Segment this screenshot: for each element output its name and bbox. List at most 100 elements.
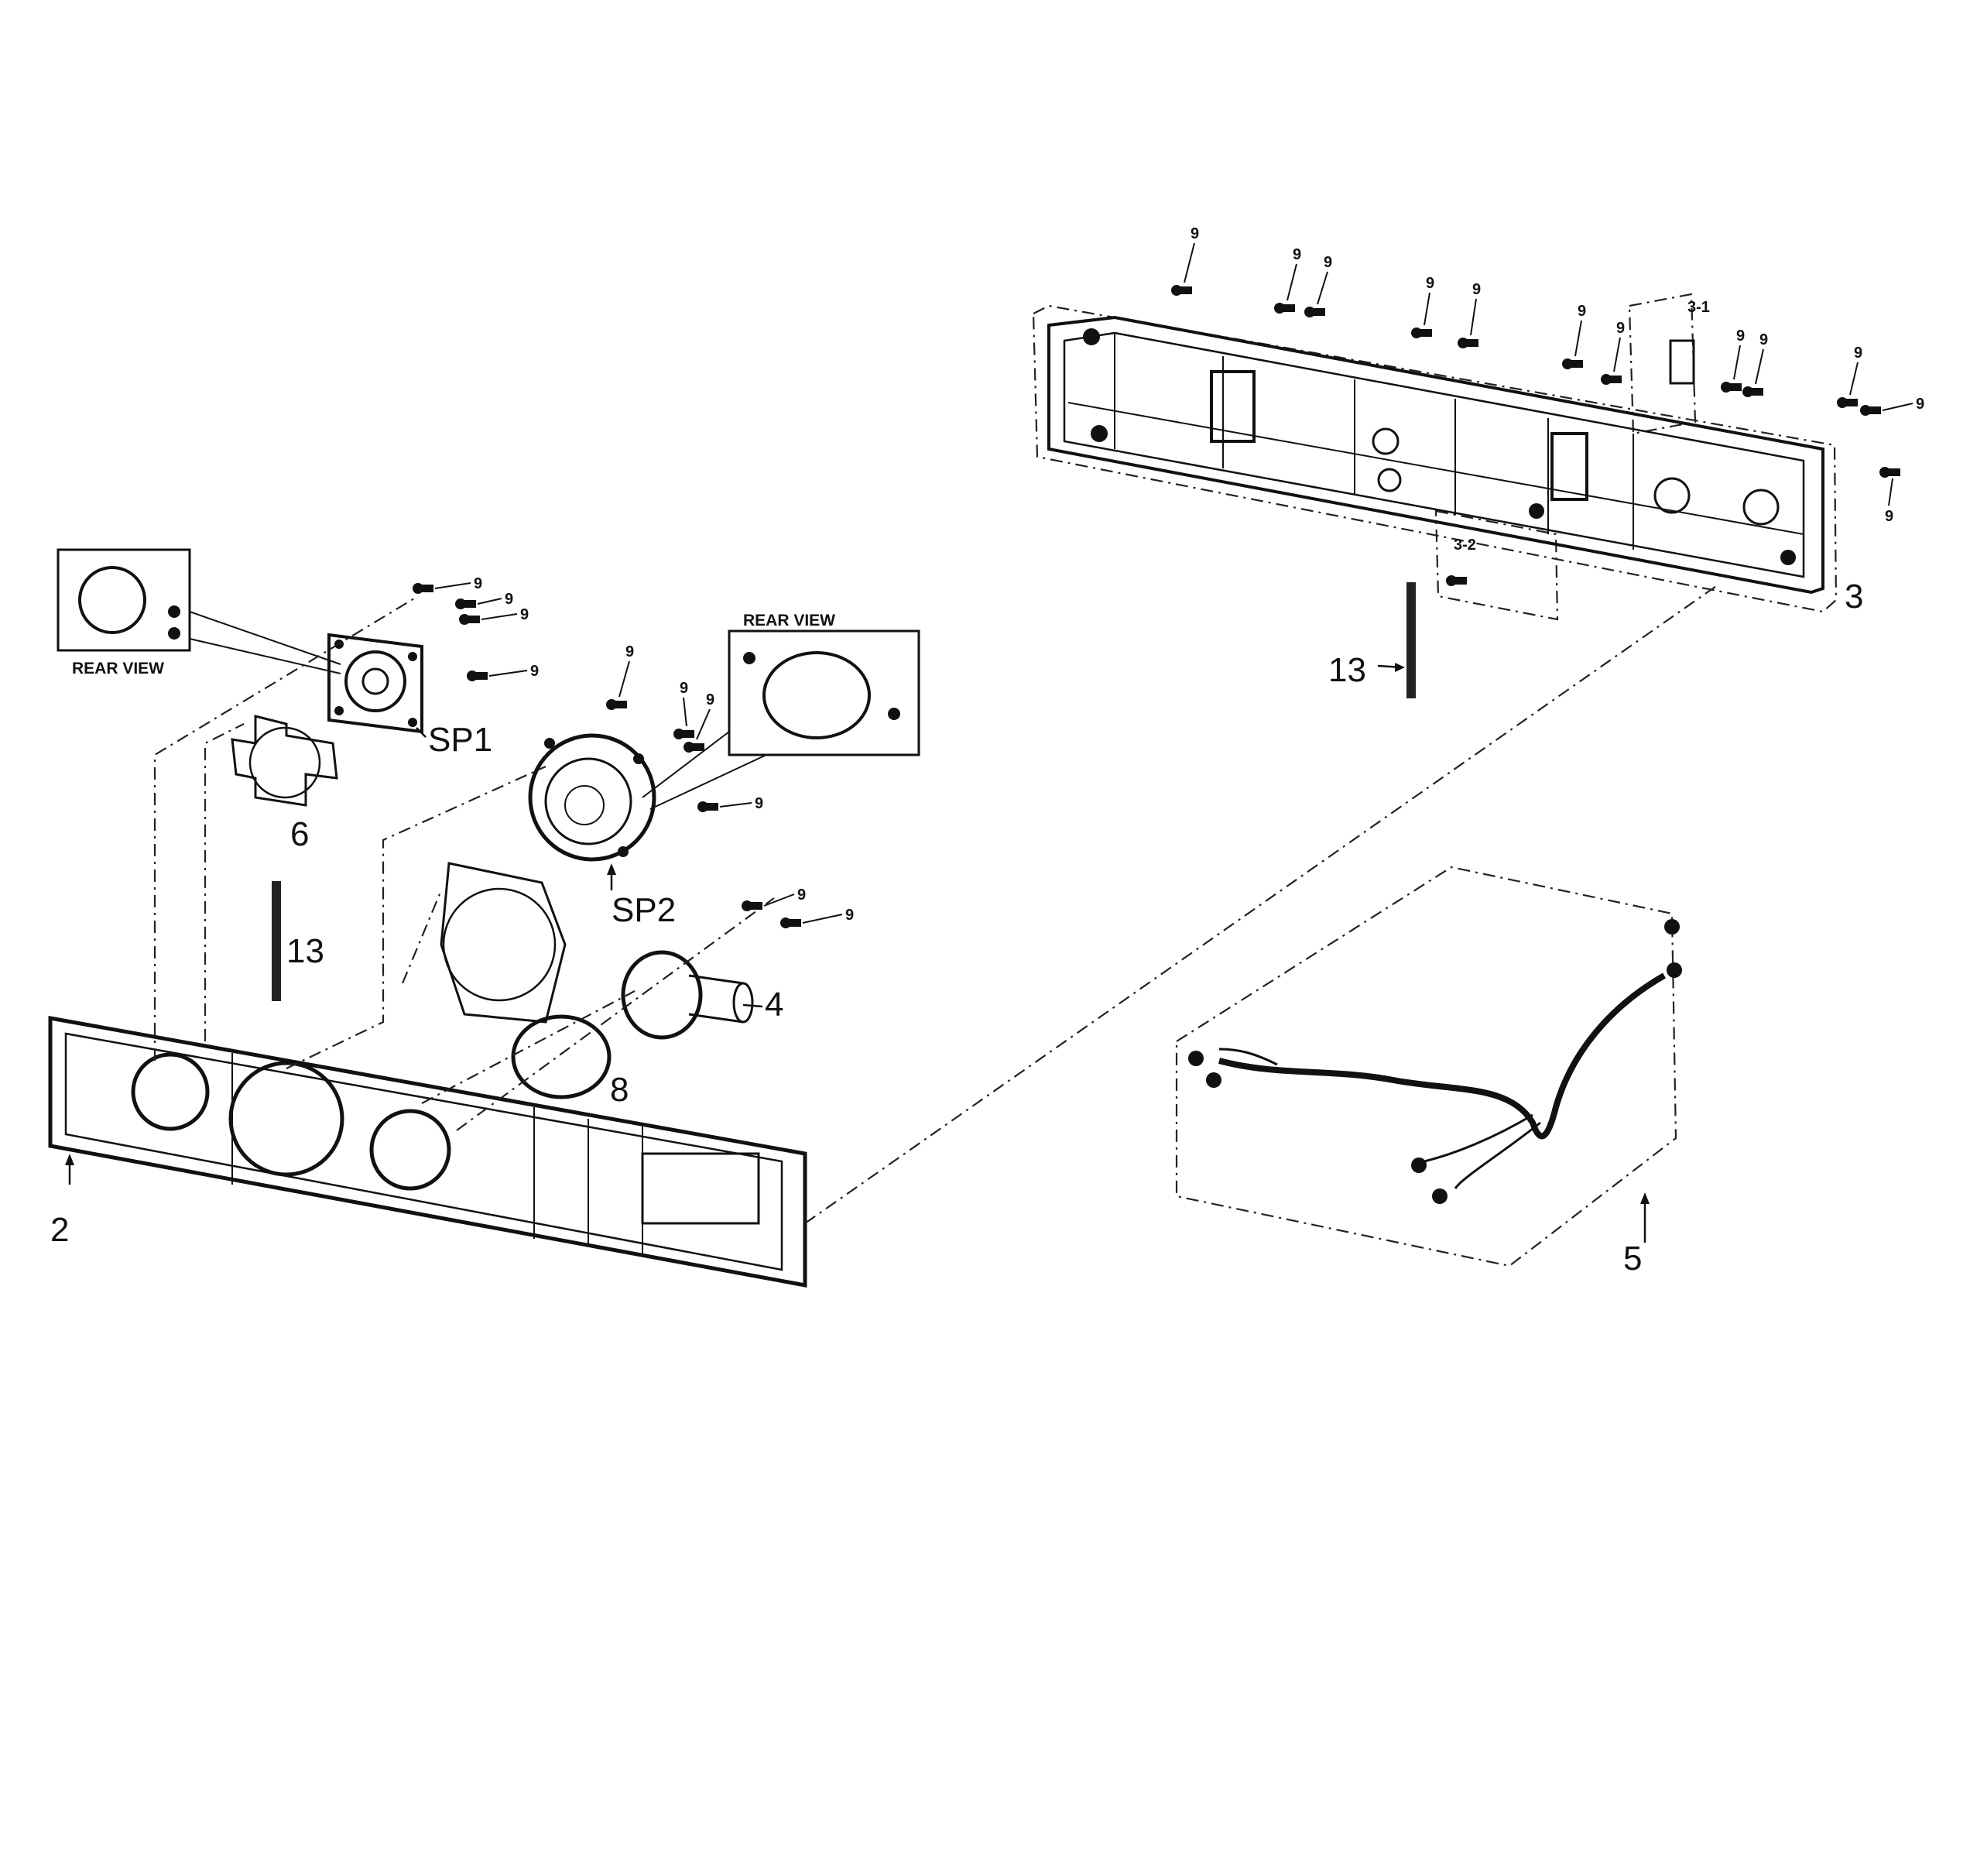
screw-leader-line (481, 613, 518, 620)
screw-leader-line (1613, 337, 1621, 372)
screw-leader-line (1755, 348, 1764, 385)
screw-leader-line (1574, 320, 1582, 357)
screw-leader-line (1317, 271, 1328, 305)
screw-icon (461, 600, 476, 608)
screw-leader-line (1733, 345, 1741, 380)
label-screw-9: 9 (625, 643, 634, 660)
screw-leader-line (1888, 478, 1893, 506)
label-screw-9: 9 (1736, 328, 1745, 345)
screw-leader-line (683, 697, 687, 727)
label-part-4: 4 (765, 986, 783, 1024)
screw-head-icon (1860, 405, 1871, 416)
screw-icon (418, 585, 433, 592)
screw-head-icon (1601, 374, 1612, 385)
label-sp2: SP2 (612, 891, 676, 929)
screw-leader-line (719, 802, 752, 808)
screw-leader-line (1470, 298, 1477, 336)
screw-icon (1451, 577, 1467, 585)
label-screw-9: 9 (680, 680, 688, 697)
screw-head-icon (467, 670, 478, 681)
label-screw-9: 9 (474, 575, 482, 592)
screw-head-icon (1458, 338, 1468, 348)
label-part-3-2: 3-2 (1454, 537, 1476, 554)
screw-icon (786, 919, 801, 927)
screw-icon (1567, 360, 1583, 368)
screw-icon (1726, 383, 1742, 391)
screw-icon (747, 902, 762, 910)
label-screw-9: 9 (1854, 345, 1862, 362)
screw-leader-line (802, 914, 843, 924)
screw-head-icon (1171, 285, 1182, 296)
screw-head-icon (697, 801, 708, 812)
label-part-13-right: 13 (1328, 651, 1366, 689)
screw-leader-line (1424, 292, 1430, 326)
screw-leader-line (1849, 362, 1859, 396)
felt-strip-left (272, 881, 281, 1001)
screw-head-icon (684, 742, 694, 753)
speaker-sp2 (528, 733, 656, 862)
screw-head-icon (455, 598, 466, 609)
screw-leader-line (477, 598, 502, 605)
label-screw-9: 9 (1324, 254, 1332, 271)
screw-head-icon (1411, 328, 1422, 338)
screw-leader-line (696, 708, 711, 740)
label-part-8: 8 (610, 1071, 629, 1109)
port-part4 (621, 950, 754, 1040)
screw-head-icon (1742, 386, 1753, 397)
rear-view-sp1-inset (57, 548, 341, 674)
screw-leader-line (1184, 242, 1195, 283)
label-screw-9: 9 (520, 606, 529, 623)
screw-head-icon (673, 729, 684, 739)
screw-leader-line (1882, 403, 1913, 411)
label-screw-9: 9 (1885, 508, 1893, 525)
label-screw-9: 9 (530, 663, 539, 680)
screw-icon (1842, 399, 1858, 406)
screw-head-icon (1879, 467, 1890, 478)
screw-icon (1606, 376, 1622, 383)
rear-cover-assembly (1032, 293, 1838, 621)
screw-head-icon (606, 699, 617, 710)
screw-icon (1866, 406, 1881, 414)
label-screw-9: 9 (1472, 281, 1481, 298)
label-screw-9: 9 (1293, 246, 1301, 263)
label-screw-9: 9 (845, 907, 854, 924)
screw-icon (1310, 308, 1325, 316)
screw-head-icon (1721, 382, 1732, 393)
wire-harness-assembly (1175, 866, 1682, 1267)
screw-icon (1885, 468, 1900, 476)
label-part-3: 3 (1845, 578, 1863, 616)
label-screw-9: 9 (706, 691, 714, 708)
screw-head-icon (1562, 358, 1573, 369)
gasket-large (440, 862, 567, 1024)
label-part-2: 2 (50, 1211, 69, 1249)
screw-icon (679, 730, 694, 738)
screw-leader-line (763, 893, 795, 907)
rear-view-sp2-inset (642, 629, 920, 810)
label-screw-9: 9 (1916, 396, 1924, 413)
label-part-6: 6 (290, 815, 309, 853)
screw-head-icon (1446, 575, 1457, 586)
label-screw-9: 9 (1616, 320, 1625, 337)
speaker-sp1 (327, 633, 423, 734)
felt-strip-right (1406, 582, 1416, 698)
label-part-5: 5 (1623, 1240, 1642, 1278)
screw-head-icon (1837, 397, 1848, 408)
screw-icon (1417, 329, 1432, 337)
front-grille-assembly (48, 1016, 807, 1288)
label-rear-view-sp1: REAR VIEW (72, 660, 164, 677)
screw-icon (612, 701, 627, 708)
label-screw-9: 9 (505, 591, 513, 608)
screw-leader-line (488, 670, 528, 677)
label-leader-arrows (65, 663, 1650, 1243)
screw-leader-line (1286, 263, 1297, 301)
assembly-guide-lines (153, 584, 1719, 1224)
screw-icon (464, 616, 480, 623)
gasket-part6 (231, 715, 338, 807)
screw-icon (1177, 286, 1192, 294)
label-screw-9: 9 (1578, 303, 1586, 320)
screw-icon (1280, 304, 1295, 312)
screw-icon (1748, 388, 1763, 396)
label-rear-view-sp2: REAR VIEW (743, 612, 835, 629)
